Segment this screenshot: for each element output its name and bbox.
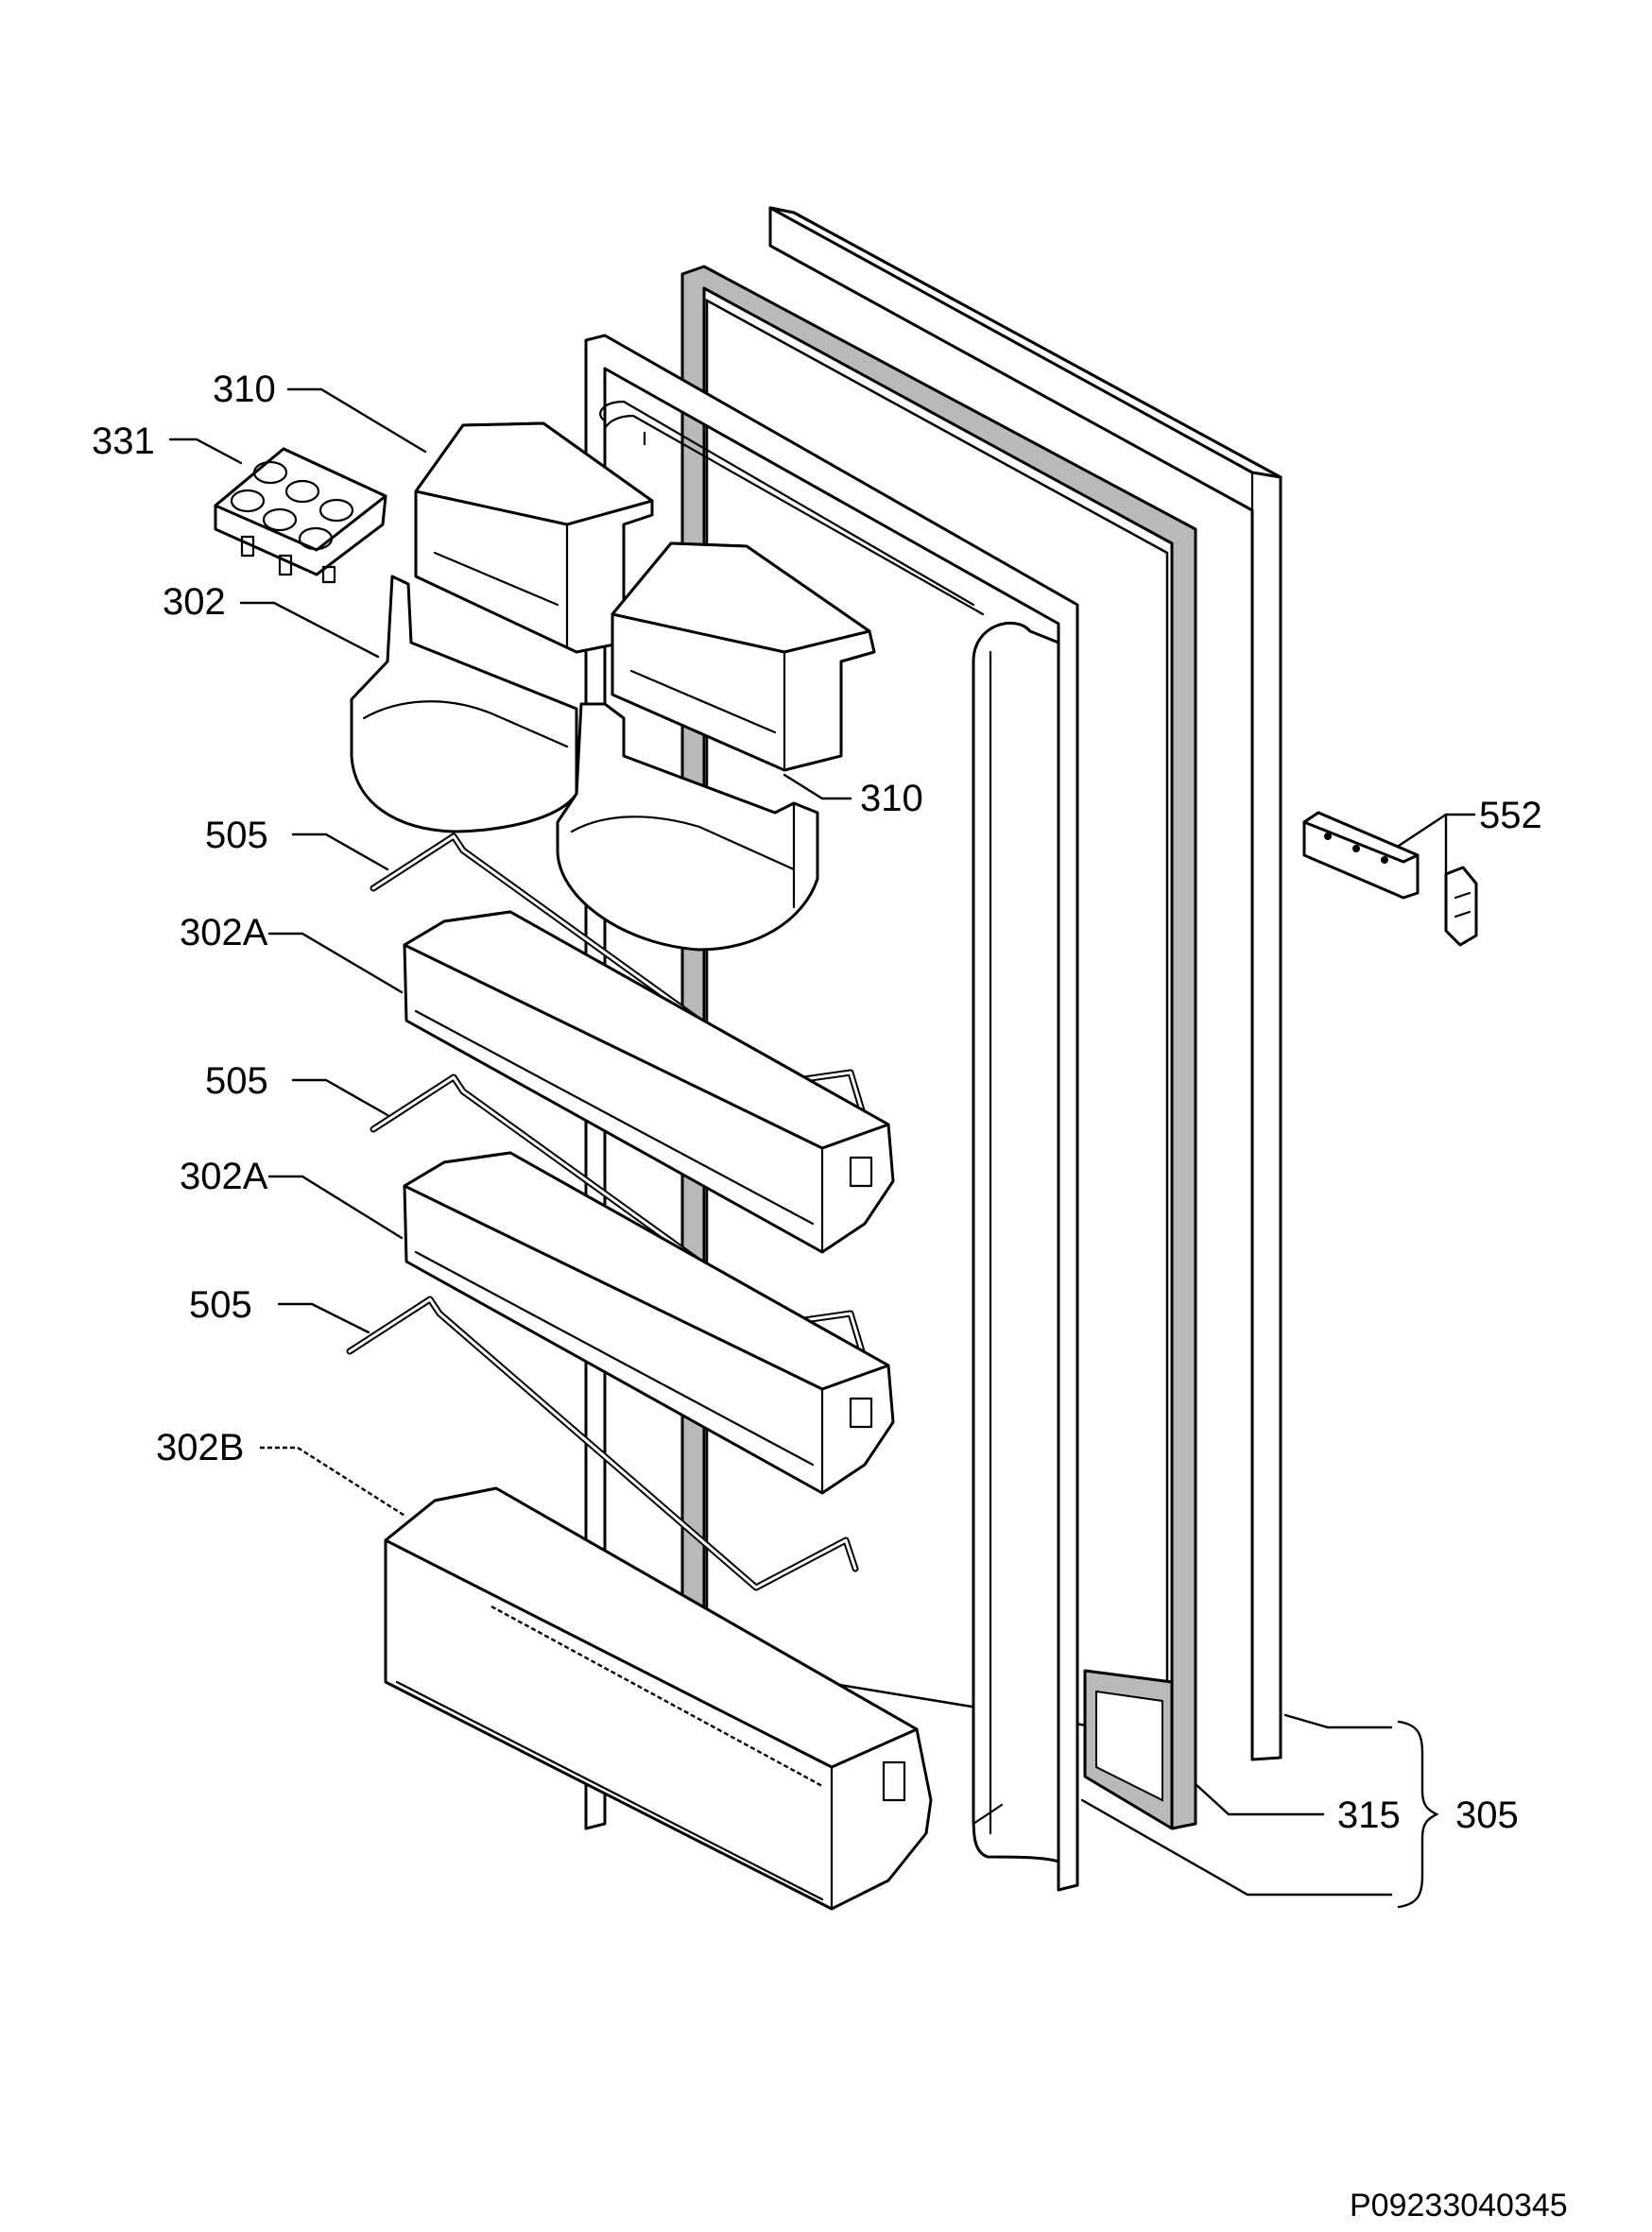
callout-302A-1: 302A <box>180 912 268 953</box>
callout-505-3: 505 <box>189 1284 252 1326</box>
document-reference: P09233040345 <box>1350 2188 1568 2223</box>
egg-tray <box>214 447 387 584</box>
door-bin-302A-2 <box>403 1151 895 1495</box>
bottle-guard-505-3 <box>346 1296 859 1591</box>
dairy-box-left <box>414 421 654 654</box>
dairy-box-right <box>611 541 876 772</box>
callout-302B: 302B <box>156 1427 244 1468</box>
callout-305: 305 <box>1455 1794 1519 1836</box>
callout-505-2: 505 <box>205 1060 268 1102</box>
door-frame-rail <box>972 622 1060 1863</box>
callout-315: 315 <box>1337 1794 1401 1836</box>
hinge-bracket <box>1302 811 1478 947</box>
callout-302: 302 <box>163 581 226 623</box>
outer-door-panel <box>768 206 1282 1761</box>
bottle-guard-505-1 <box>370 833 871 1133</box>
door-shelf-302 <box>350 575 819 952</box>
callout-552: 552 <box>1479 795 1542 836</box>
bottle-bin-302B <box>384 1486 933 1911</box>
callout-505-1: 505 <box>205 815 268 856</box>
callout-302A-2: 302A <box>180 1156 268 1197</box>
callout-310-right: 310 <box>860 778 923 819</box>
bottle-guard-505-2 <box>370 1073 871 1374</box>
callout-331: 331 <box>92 421 155 462</box>
door-gasket <box>680 265 1197 1830</box>
group-brace-305 <box>1397 1720 1439 1909</box>
door-bin-302A-1 <box>403 910 895 1254</box>
callout-310-top: 310 <box>213 369 276 410</box>
leader-lines <box>168 387 1476 1897</box>
